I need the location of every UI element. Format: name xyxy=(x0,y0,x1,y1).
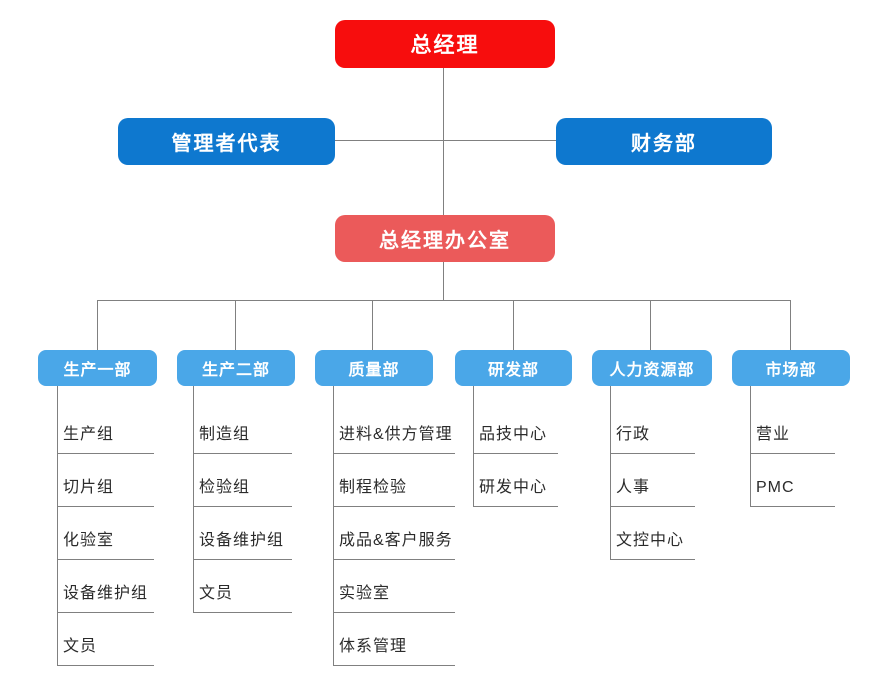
org-item-rnd-center: 研发中心 xyxy=(473,454,558,507)
connector-stem-dept-1 xyxy=(57,386,58,666)
org-node-finance-dept: 财务部 xyxy=(556,118,772,165)
org-node-quality-dept: 质量部 xyxy=(315,350,433,386)
connector-departments-horizontal xyxy=(97,300,791,301)
connector-stem-dept-5 xyxy=(610,386,611,560)
org-item-administration: 行政 xyxy=(610,401,695,454)
connector-drop-dept-4 xyxy=(513,300,514,350)
connector-office-down xyxy=(443,262,444,300)
connector-stem-dept-4 xyxy=(473,386,474,507)
connector-root-to-office xyxy=(443,68,444,215)
org-node-gm-office: 总经理办公室 xyxy=(335,215,555,262)
org-item-doc-control: 文控中心 xyxy=(610,507,695,560)
org-node-marketing-dept: 市场部 xyxy=(732,350,850,386)
org-item-process-inspection: 制程检验 xyxy=(333,454,455,507)
org-item-sales: 营业 xyxy=(750,401,835,454)
connector-stem-dept-6 xyxy=(750,386,751,507)
connector-level2-horizontal xyxy=(335,140,556,141)
connector-stem-dept-3 xyxy=(333,386,334,666)
org-item-incoming-supplier-mgmt: 进料&供方管理 xyxy=(333,401,455,454)
org-item-personnel: 人事 xyxy=(610,454,695,507)
org-item-laboratory: 实验室 xyxy=(333,560,455,613)
org-item-lab-room: 化验室 xyxy=(57,507,154,560)
connector-drop-dept-1 xyxy=(97,300,98,350)
org-node-hr-dept: 人力资源部 xyxy=(592,350,712,386)
org-item-clerk-1: 文员 xyxy=(57,613,154,666)
org-node-general-manager: 总经理 xyxy=(335,20,555,68)
org-item-equipment-maint-2: 设备维护组 xyxy=(193,507,292,560)
org-item-slicing-group: 切片组 xyxy=(57,454,154,507)
org-item-production-group: 生产组 xyxy=(57,401,154,454)
connector-drop-dept-2 xyxy=(235,300,236,350)
org-item-equipment-maint-1: 设备维护组 xyxy=(57,560,154,613)
org-item-manufacturing-group: 制造组 xyxy=(193,401,292,454)
org-item-system-management: 体系管理 xyxy=(333,613,455,666)
connector-stem-dept-2 xyxy=(193,386,194,613)
org-node-production-dept-1: 生产一部 xyxy=(38,350,157,386)
org-item-finished-customer-svc: 成品&客户服务 xyxy=(333,507,455,560)
org-item-inspection-group: 检验组 xyxy=(193,454,292,507)
org-item-quality-tech-center: 品技中心 xyxy=(473,401,558,454)
org-item-pmc: PMC xyxy=(750,454,835,507)
org-node-management-representative: 管理者代表 xyxy=(118,118,335,165)
org-item-clerk-2: 文员 xyxy=(193,560,292,613)
org-node-production-dept-2: 生产二部 xyxy=(177,350,295,386)
connector-drop-dept-5 xyxy=(650,300,651,350)
connector-drop-dept-6 xyxy=(790,300,791,350)
connector-drop-dept-3 xyxy=(372,300,373,350)
org-node-rnd-dept: 研发部 xyxy=(455,350,572,386)
